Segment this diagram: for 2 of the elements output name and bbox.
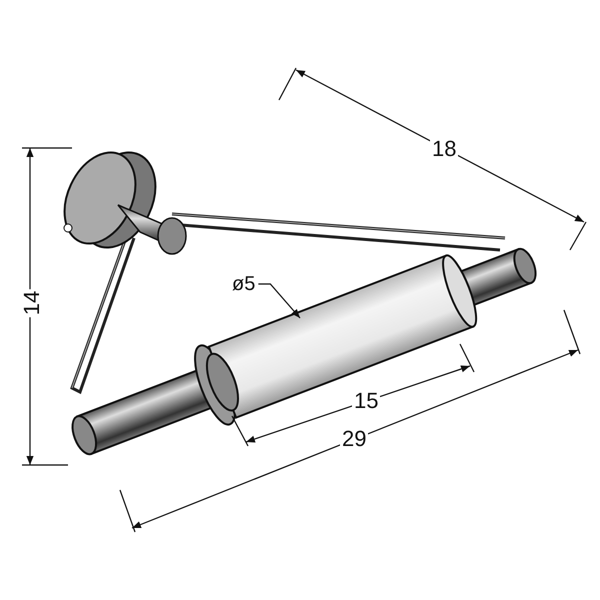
leader-line <box>258 283 300 318</box>
diameter-label: ø5 <box>232 274 256 294</box>
